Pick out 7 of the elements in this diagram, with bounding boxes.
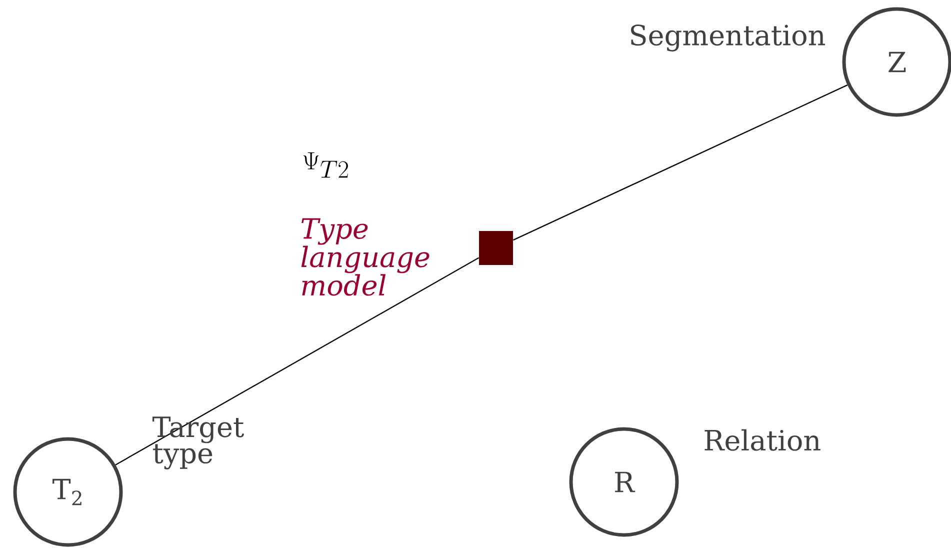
factor-label: $\Psi_{T2}$ (303, 152, 348, 178)
variable-label: Relation (704, 429, 820, 451)
edge-line (115, 257, 480, 466)
edge-line (512, 84, 848, 241)
variable-label: Segmentation (631, 24, 826, 52)
factor-caption: Type language model (301, 218, 430, 296)
factor-square (479, 230, 513, 265)
